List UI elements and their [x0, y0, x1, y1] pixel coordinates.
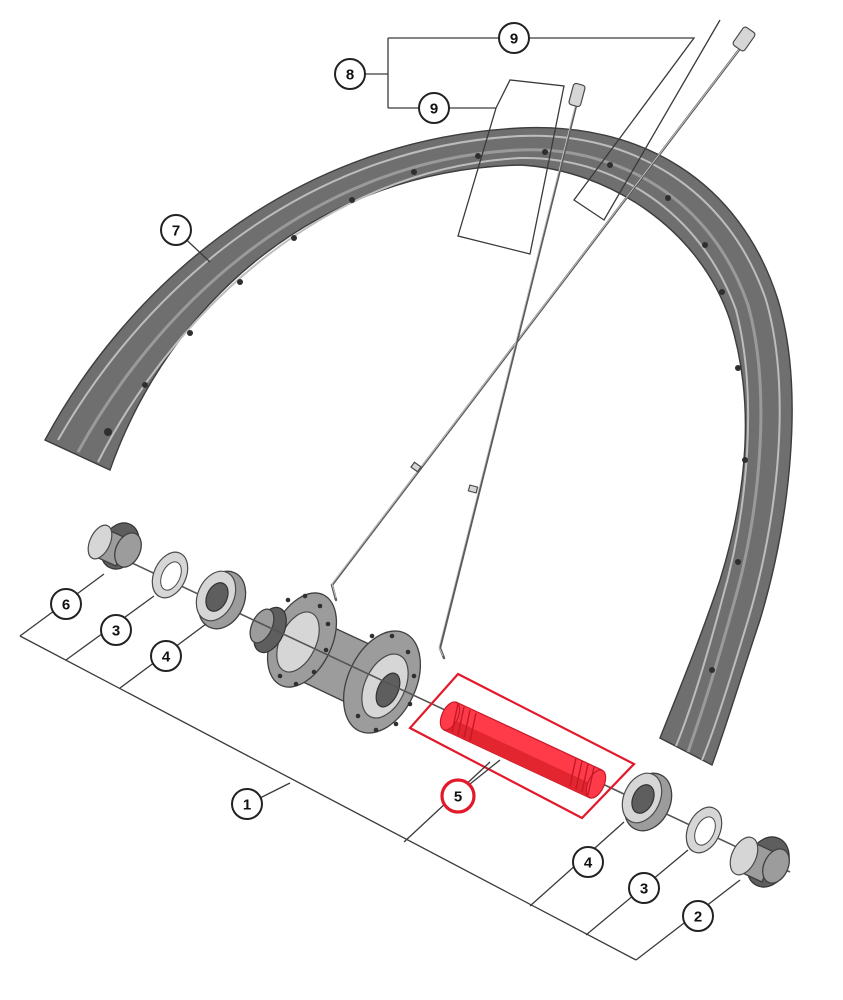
hub-flange-holes	[277, 593, 417, 733]
rim-spoke-holes	[104, 149, 748, 673]
spokes	[330, 26, 756, 660]
callout-4-left: 4	[150, 640, 182, 672]
callout-1: 1	[231, 788, 263, 820]
rim	[44, 126, 793, 766]
locknut-left	[87, 522, 142, 570]
callout-2-label: 2	[694, 909, 702, 926]
bearing-right	[621, 772, 673, 832]
rim-channel-inner	[97, 156, 750, 747]
rim-channel-mid	[76, 148, 763, 753]
washer-left	[151, 551, 189, 599]
callout-7-label: 7	[172, 223, 180, 240]
callout-9-top-label: 9	[510, 31, 518, 48]
callout-6: 6	[50, 588, 82, 620]
callout-4-right-label: 4	[584, 855, 593, 872]
washer-right	[685, 806, 723, 854]
rim-band	[44, 126, 793, 766]
callout-3-left-label: 3	[112, 623, 120, 640]
rim-channel-outer	[57, 134, 781, 761]
callout-9-lower: 9	[418, 92, 450, 124]
callout-5-highlighted: 5	[440, 759, 501, 814]
callout-8: 8	[334, 58, 366, 90]
callout-9-lower-label: 9	[430, 101, 438, 118]
callout-3-right: 3	[628, 872, 660, 904]
locknut-right	[729, 836, 790, 888]
axle-highlighted	[439, 701, 607, 799]
callout-6-label: 6	[62, 597, 70, 614]
callout-5-label: 5	[454, 789, 462, 806]
axle-threads-right	[569, 757, 595, 796]
callout-9-top: 9	[498, 22, 530, 54]
bearing-left	[195, 570, 247, 630]
callout-3-right-label: 3	[640, 881, 648, 898]
spoke-nipples	[568, 26, 756, 108]
callout-3-left: 3	[100, 614, 132, 646]
callout-2: 2	[682, 900, 714, 932]
spoke-b	[438, 96, 580, 660]
callout-4-left-label: 4	[162, 649, 171, 666]
callout-7: 7	[160, 214, 192, 246]
spoke-a	[330, 36, 750, 602]
callout-1-label: 1	[243, 797, 251, 814]
axle-highlight-box	[408, 672, 636, 820]
axle-threads-left	[451, 703, 477, 742]
callout-4-right: 4	[572, 846, 604, 878]
hub-body	[249, 592, 421, 734]
callout-8-label: 8	[346, 67, 354, 84]
